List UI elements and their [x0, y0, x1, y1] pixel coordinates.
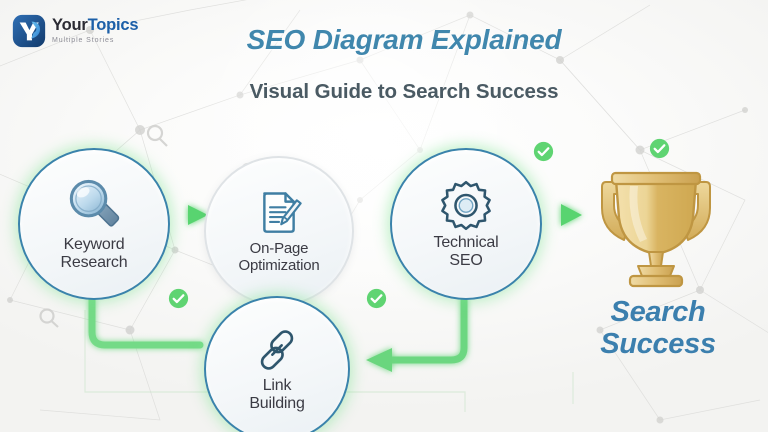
outcome-label-search-success: Search Success [560, 296, 756, 361]
node-label-line1: Technical [433, 234, 499, 252]
node-on-page-optimization[interactable]: On-Page Optimization [204, 156, 354, 306]
trophy-icon [601, 171, 711, 288]
chain-link-icon [260, 330, 294, 370]
magnifying-glass-icon [69, 179, 120, 227]
path-technical-to-link [366, 296, 468, 372]
gear-icon [441, 181, 491, 231]
node-keyword-research[interactable]: Keyword Research [18, 148, 170, 300]
node-link-building[interactable]: Link Building [204, 296, 350, 432]
check-circle-icon-link-building-left [168, 288, 189, 309]
node-label-line2: SEO [449, 252, 483, 269]
outcome-line1: Search [610, 296, 706, 328]
node-technical-seo[interactable]: Technical SEO [390, 148, 542, 300]
node-keyword-research-label: Keyword Research [61, 236, 128, 272]
node-link-building-label: Link Building [249, 377, 305, 413]
page-subtitle: Visual Guide to Search Success [249, 80, 559, 103]
node-label-line1: On-Page [249, 240, 309, 258]
page-title: SEO Diagram Explained [246, 24, 562, 55]
outcome-line2: Success [600, 328, 716, 361]
check-circle-icon-link-building-right [366, 288, 387, 309]
arrow-technical-to-trophy [544, 204, 582, 226]
node-label-line1: Keyword [63, 236, 125, 254]
node-label-line1: Link [262, 377, 292, 395]
node-label-line2: Building [249, 395, 305, 412]
check-circle-icon-trophy [649, 138, 670, 159]
node-technical-seo-label: Technical SEO [434, 234, 499, 270]
node-label-line2: Research [60, 254, 128, 271]
arrow-keyword-to-onpage [172, 205, 208, 225]
document-pencil-icon [263, 192, 302, 234]
node-on-page-optimization-label: On-Page Optimization [238, 240, 320, 275]
node-label-line2: Optimization [238, 257, 320, 274]
check-circle-icon-technical-seo [533, 141, 554, 162]
